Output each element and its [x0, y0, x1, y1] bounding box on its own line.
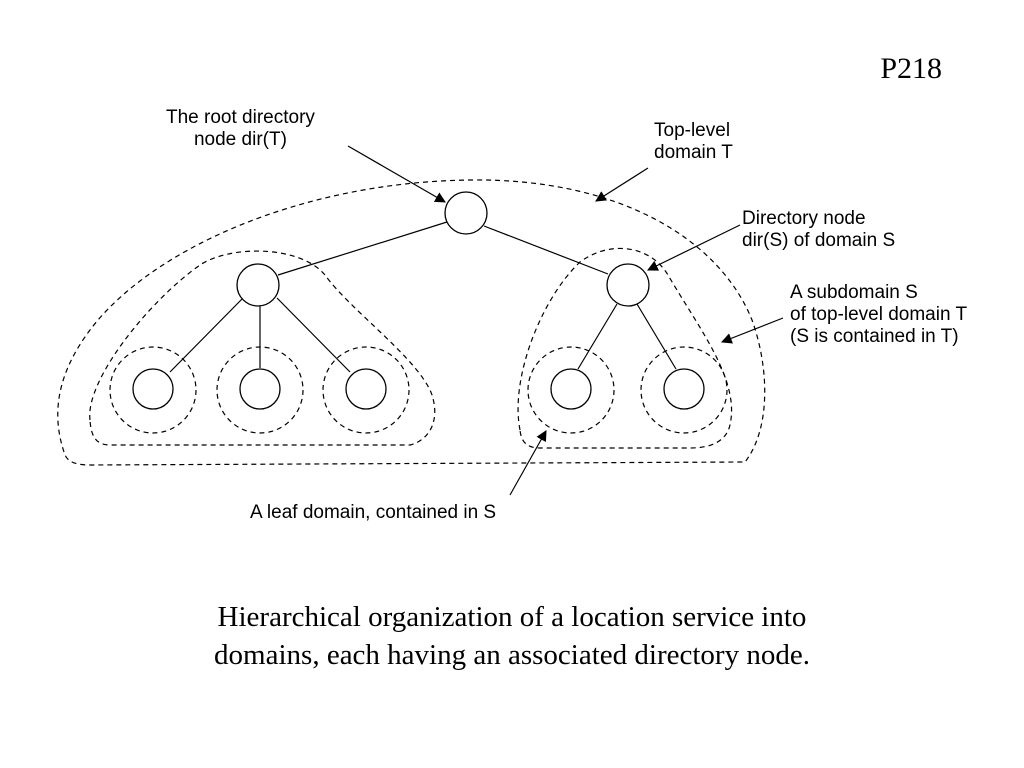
root-directory-label: The root directory node dir(T)	[166, 107, 315, 150]
leaf-domain-boundary	[322, 346, 410, 434]
directory-node-s-arrow	[647, 224, 741, 271]
tree-edge	[169, 297, 244, 373]
leaf-domain-boundary	[109, 346, 197, 434]
caption-line-2: domains, each having an associated direc…	[214, 639, 810, 671]
subdomain-s-label: A subdomain S of top-level domain T (S i…	[790, 282, 968, 347]
tree-edge	[276, 297, 351, 373]
leaf-node	[550, 368, 592, 410]
top-level-domain-arrow	[595, 167, 649, 202]
leaf-node	[239, 368, 281, 410]
left-subdomain-boundary	[89, 250, 436, 446]
directory-node-s-label: Directory node dir(S) of domain S	[742, 208, 896, 251]
leaf-domain-label: A leaf domain, contained in S	[250, 502, 497, 523]
root-directory-arrow	[347, 145, 446, 203]
tree-edge	[277, 221, 448, 276]
figure-caption: Hierarchical organization of a location …	[0, 598, 1024, 674]
directory-node-s	[606, 263, 650, 307]
subdomain-s-boundary	[517, 247, 732, 449]
leaf-node	[345, 368, 387, 410]
caption-line-1: Hierarchical organization of a location …	[217, 601, 807, 633]
leaf-domain-arrow	[509, 430, 547, 496]
root-directory-node	[444, 191, 488, 235]
directory-node	[236, 263, 280, 307]
leaf-node	[663, 368, 705, 410]
tree-edge	[483, 225, 609, 275]
subdomain-s-arrow	[720, 317, 784, 344]
top-level-domain-label: Top-level domain T	[654, 120, 733, 163]
domain-hierarchy-diagram	[57, 145, 784, 496]
leaf-domain-boundary	[527, 346, 615, 434]
leaf-domain-boundary	[640, 346, 728, 434]
top-level-domain-boundary	[57, 179, 766, 466]
tree-edge	[577, 303, 618, 370]
page-number: P218	[880, 52, 942, 85]
leaf-node	[132, 368, 174, 410]
tree-edge	[636, 303, 677, 370]
